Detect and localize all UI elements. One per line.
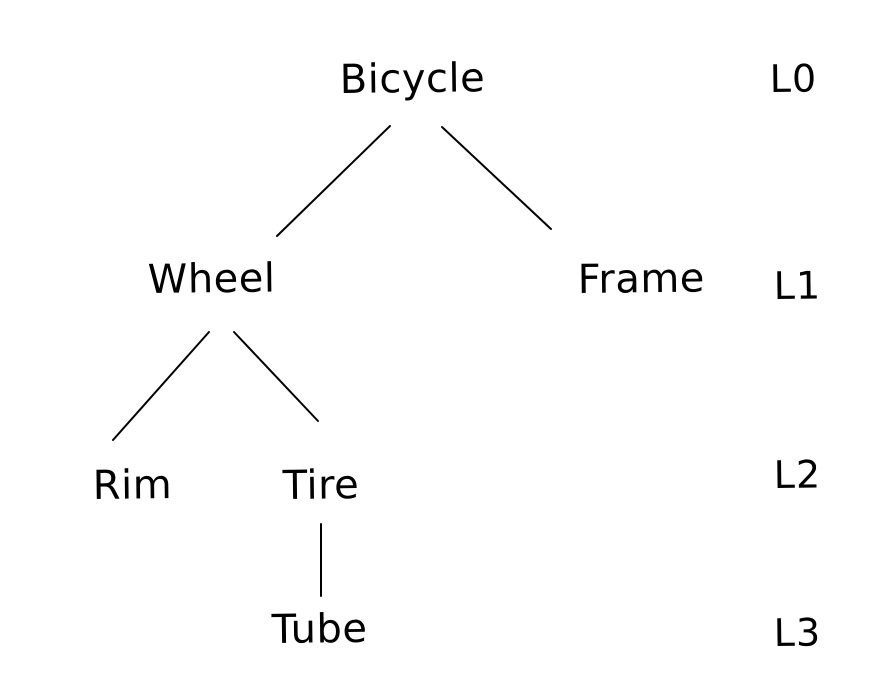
edge-wheel-to-tire	[233, 331, 319, 422]
edge-wheel-to-rim	[112, 331, 210, 441]
edge-bicycle-to-wheel	[276, 125, 391, 237]
level-label-l0: L0	[769, 56, 818, 101]
node-label-wheel[interactable]: Wheel	[147, 255, 276, 303]
node-label-bicycle[interactable]: Bicycle	[339, 55, 486, 103]
node-label-rim[interactable]: Rim	[92, 462, 173, 509]
level-label-l3: L3	[773, 610, 822, 655]
edge-bicycle-to-frame	[441, 126, 552, 230]
node-label-frame[interactable]: Frame	[577, 255, 706, 303]
level-label-l1: L1	[773, 263, 822, 308]
node-label-tube[interactable]: Tube	[271, 605, 368, 653]
node-label-tire[interactable]: Tire	[282, 462, 360, 509]
level-label-l2: L2	[773, 452, 822, 497]
